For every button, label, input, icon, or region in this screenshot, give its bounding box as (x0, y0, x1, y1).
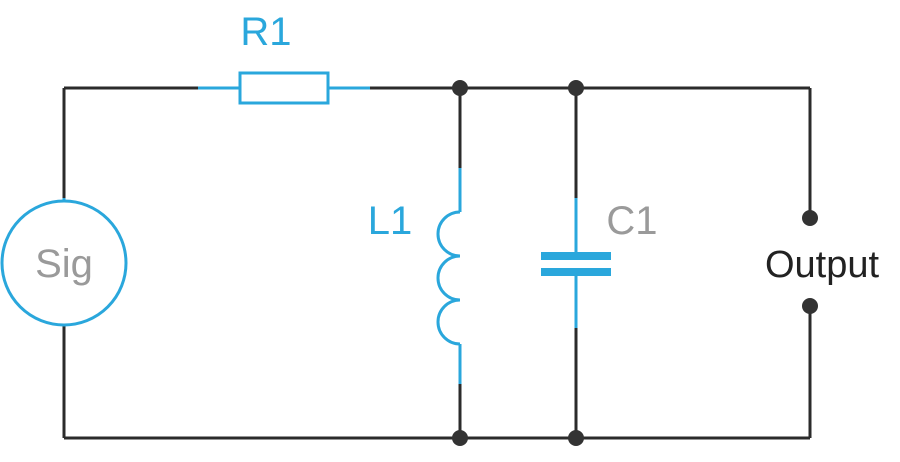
sig-circle (0, 199, 128, 327)
node-bottom-l1 (452, 430, 468, 446)
output-terminal-bottom (802, 298, 818, 314)
junction-nodes (452, 80, 584, 446)
node-top-c1 (568, 80, 584, 96)
output-terminal-top (802, 210, 818, 226)
sig-label: Sig (35, 242, 93, 286)
resistor-r1 (198, 71, 370, 105)
inductor-l1 (436, 168, 462, 384)
node-top-l1 (452, 80, 468, 96)
r1-body (238, 71, 330, 105)
r1-label: R1 (240, 10, 291, 54)
capacitor-c1 (541, 198, 611, 328)
node-bottom-c1 (568, 430, 584, 446)
signal-source (0, 198, 128, 327)
c1-label: C1 (606, 199, 657, 243)
output-terminals (802, 210, 818, 314)
output-label: Output (765, 244, 880, 286)
c1-plate-top (541, 252, 611, 260)
l1-label: L1 (368, 199, 413, 243)
l1-coil (436, 210, 461, 346)
wires (62, 86, 812, 440)
